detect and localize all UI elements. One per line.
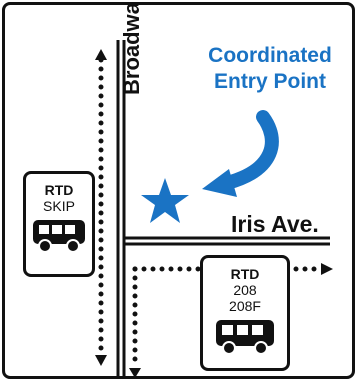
- entry-point-line1: Coordinated: [208, 44, 332, 67]
- arrow-down-icon: [95, 355, 107, 366]
- street-map-graphic: [95, 40, 333, 376]
- bus-stop-208: RTD 208 208F: [200, 255, 290, 371]
- bus-icon: [216, 320, 274, 355]
- entry-point-line2: Entry Point: [213, 70, 326, 93]
- bus-stop-title: RTD: [230, 266, 260, 282]
- pointer-arrow-icon: [220, 110, 279, 190]
- street-label-iris: Iris Ave.: [231, 211, 319, 237]
- bus-route-number: SKIP: [43, 198, 75, 214]
- arrow-right-icon: [321, 263, 333, 275]
- street-label-broadway: Broadway: [119, 2, 144, 95]
- bus-stop-skip: RTD SKIP: [23, 171, 95, 277]
- bus-route-number: 208: [233, 282, 257, 298]
- pointer-arrowhead-icon: [202, 169, 237, 197]
- arrow-up-icon: [95, 49, 107, 60]
- arrow-down-icon: [129, 368, 141, 376]
- entry-point-label: Coordinated Entry Point: [185, 43, 352, 95]
- bus-stop-title: RTD: [44, 182, 74, 198]
- star-icon: [141, 178, 189, 223]
- bus-icon: [33, 220, 85, 253]
- bus-route-number: 208F: [229, 298, 261, 314]
